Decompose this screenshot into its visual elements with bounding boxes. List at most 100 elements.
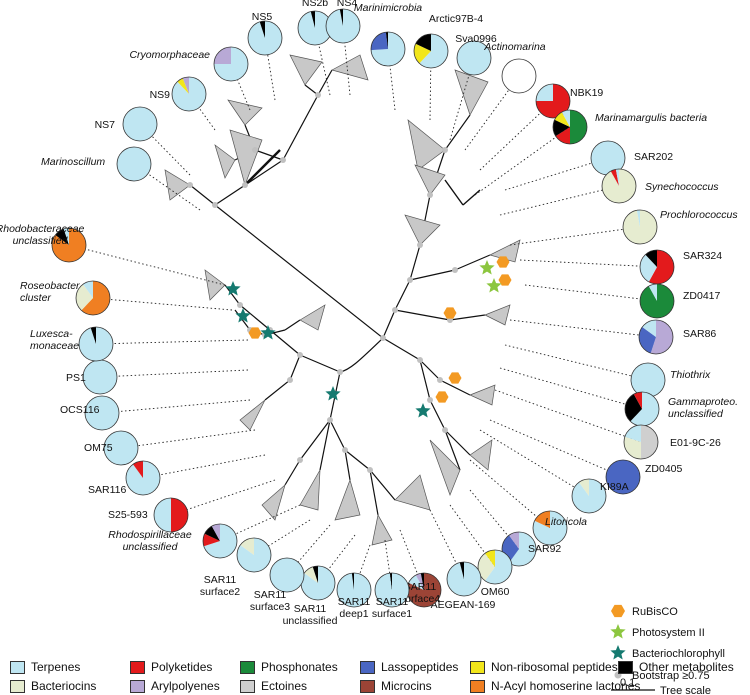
taxon-pie [374, 572, 410, 608]
pie-slice [385, 31, 388, 49]
bootstrap-legend-label: Bootstrap ≥0.75 [632, 670, 710, 682]
bootstrap-dot [297, 457, 303, 463]
taxon-pie [336, 572, 372, 608]
taxon-pie [639, 283, 675, 319]
pie-slice [478, 553, 495, 581]
legend-item: Non-ribosomal peptides [470, 660, 618, 674]
legend-swatch [10, 679, 25, 693]
bootstrap-dot [407, 277, 413, 283]
taxon-label: Marinimicrobia [354, 2, 422, 14]
legend-label: Microcins [381, 679, 432, 693]
taxon-pie [78, 326, 114, 362]
leader-line [253, 519, 311, 556]
taxon-pie [82, 359, 118, 395]
taxon-pie [477, 549, 513, 585]
leader-line [509, 319, 657, 338]
taxon-pie [446, 561, 482, 597]
pie-slice [370, 32, 388, 51]
pie-slice [83, 360, 117, 394]
pie-slice [554, 112, 570, 127]
legend-item: Lassopeptides [360, 660, 458, 674]
pie-slice [126, 461, 161, 495]
taxon-label: NS4 [337, 0, 358, 9]
pie-outline [622, 209, 658, 245]
pie-outline [370, 31, 406, 67]
pie-outline [325, 8, 361, 44]
pie-slice [591, 141, 625, 175]
taxon-label: Sva0996 [455, 33, 497, 45]
pie-slice [55, 228, 69, 245]
bootstrap-dot [342, 447, 348, 453]
taxon-label: Arctic97B-4 [429, 13, 483, 25]
photosystem-marker [486, 278, 502, 293]
bootstrap-dot [442, 147, 448, 153]
tree-scale-label: Tree scale [660, 685, 711, 695]
bacteriochlorophyll-legend-label: Bacteriochlorophyll [632, 648, 725, 660]
taxon-pie [456, 40, 492, 76]
taxon-label: Synechococcus [645, 181, 719, 193]
bootstrap-dot [437, 377, 443, 383]
pie-outline [336, 572, 372, 608]
bacteriochlorophyll-marker [415, 403, 431, 418]
pie-slice [446, 562, 481, 596]
leader-line [101, 399, 251, 414]
pie-outline [446, 561, 482, 597]
pie-slice [485, 549, 513, 584]
pie-outline [75, 280, 111, 316]
pie-slice [408, 575, 424, 590]
pie-slice [639, 284, 674, 318]
taxon-pie [247, 20, 283, 56]
taxon-label: ZD0405 [645, 463, 683, 475]
pie-slice [81, 281, 110, 315]
pie-slice [648, 283, 657, 301]
leader-line [474, 126, 571, 196]
pie-slice [133, 461, 143, 478]
pie-slice [570, 110, 587, 144]
bootstrap-dot [417, 357, 423, 363]
pie-slice [509, 532, 537, 566]
pie-slice [650, 320, 673, 355]
pie-slice [104, 431, 138, 465]
leader-line [519, 259, 658, 268]
pie-outline [51, 227, 87, 263]
pie-slice [419, 34, 448, 68]
bootstrap-dot [297, 352, 303, 358]
taxon-label: KI89A [600, 481, 629, 493]
pie-slice [622, 210, 657, 245]
legend-swatch [470, 679, 485, 693]
legend-item: Bacteriocins [10, 679, 96, 693]
legend-label: Non-ribosomal peptides [491, 660, 618, 674]
taxon-label: Luxesca-monaceae [30, 328, 79, 352]
pie-slice [123, 107, 157, 141]
pie-outline [535, 83, 571, 119]
pie-slice [639, 254, 657, 282]
taxon-pie [202, 523, 238, 559]
bootstrap-dot [187, 182, 193, 188]
rubisco-legend-label: RuBisCO [632, 606, 678, 618]
leader-line [120, 429, 256, 449]
pie-slice [237, 538, 272, 572]
leader-line [479, 429, 590, 497]
pie-slice [304, 566, 318, 583]
pie-outline [601, 168, 637, 204]
legend-label: Phosphonates [261, 660, 338, 674]
taxon-pie [638, 319, 674, 355]
pie-slice [561, 110, 570, 127]
pie-outline [477, 549, 513, 585]
legend-item: Phosphonates [240, 660, 338, 674]
pie-slice [211, 524, 220, 541]
leader-line [92, 297, 233, 311]
pie-slice [374, 573, 409, 608]
pie-slice [270, 558, 304, 592]
taxon-label: Thiothrix [670, 369, 711, 381]
pie-outline [78, 326, 114, 362]
taxon-pie [535, 83, 571, 119]
bootstrap-dot [452, 267, 458, 273]
